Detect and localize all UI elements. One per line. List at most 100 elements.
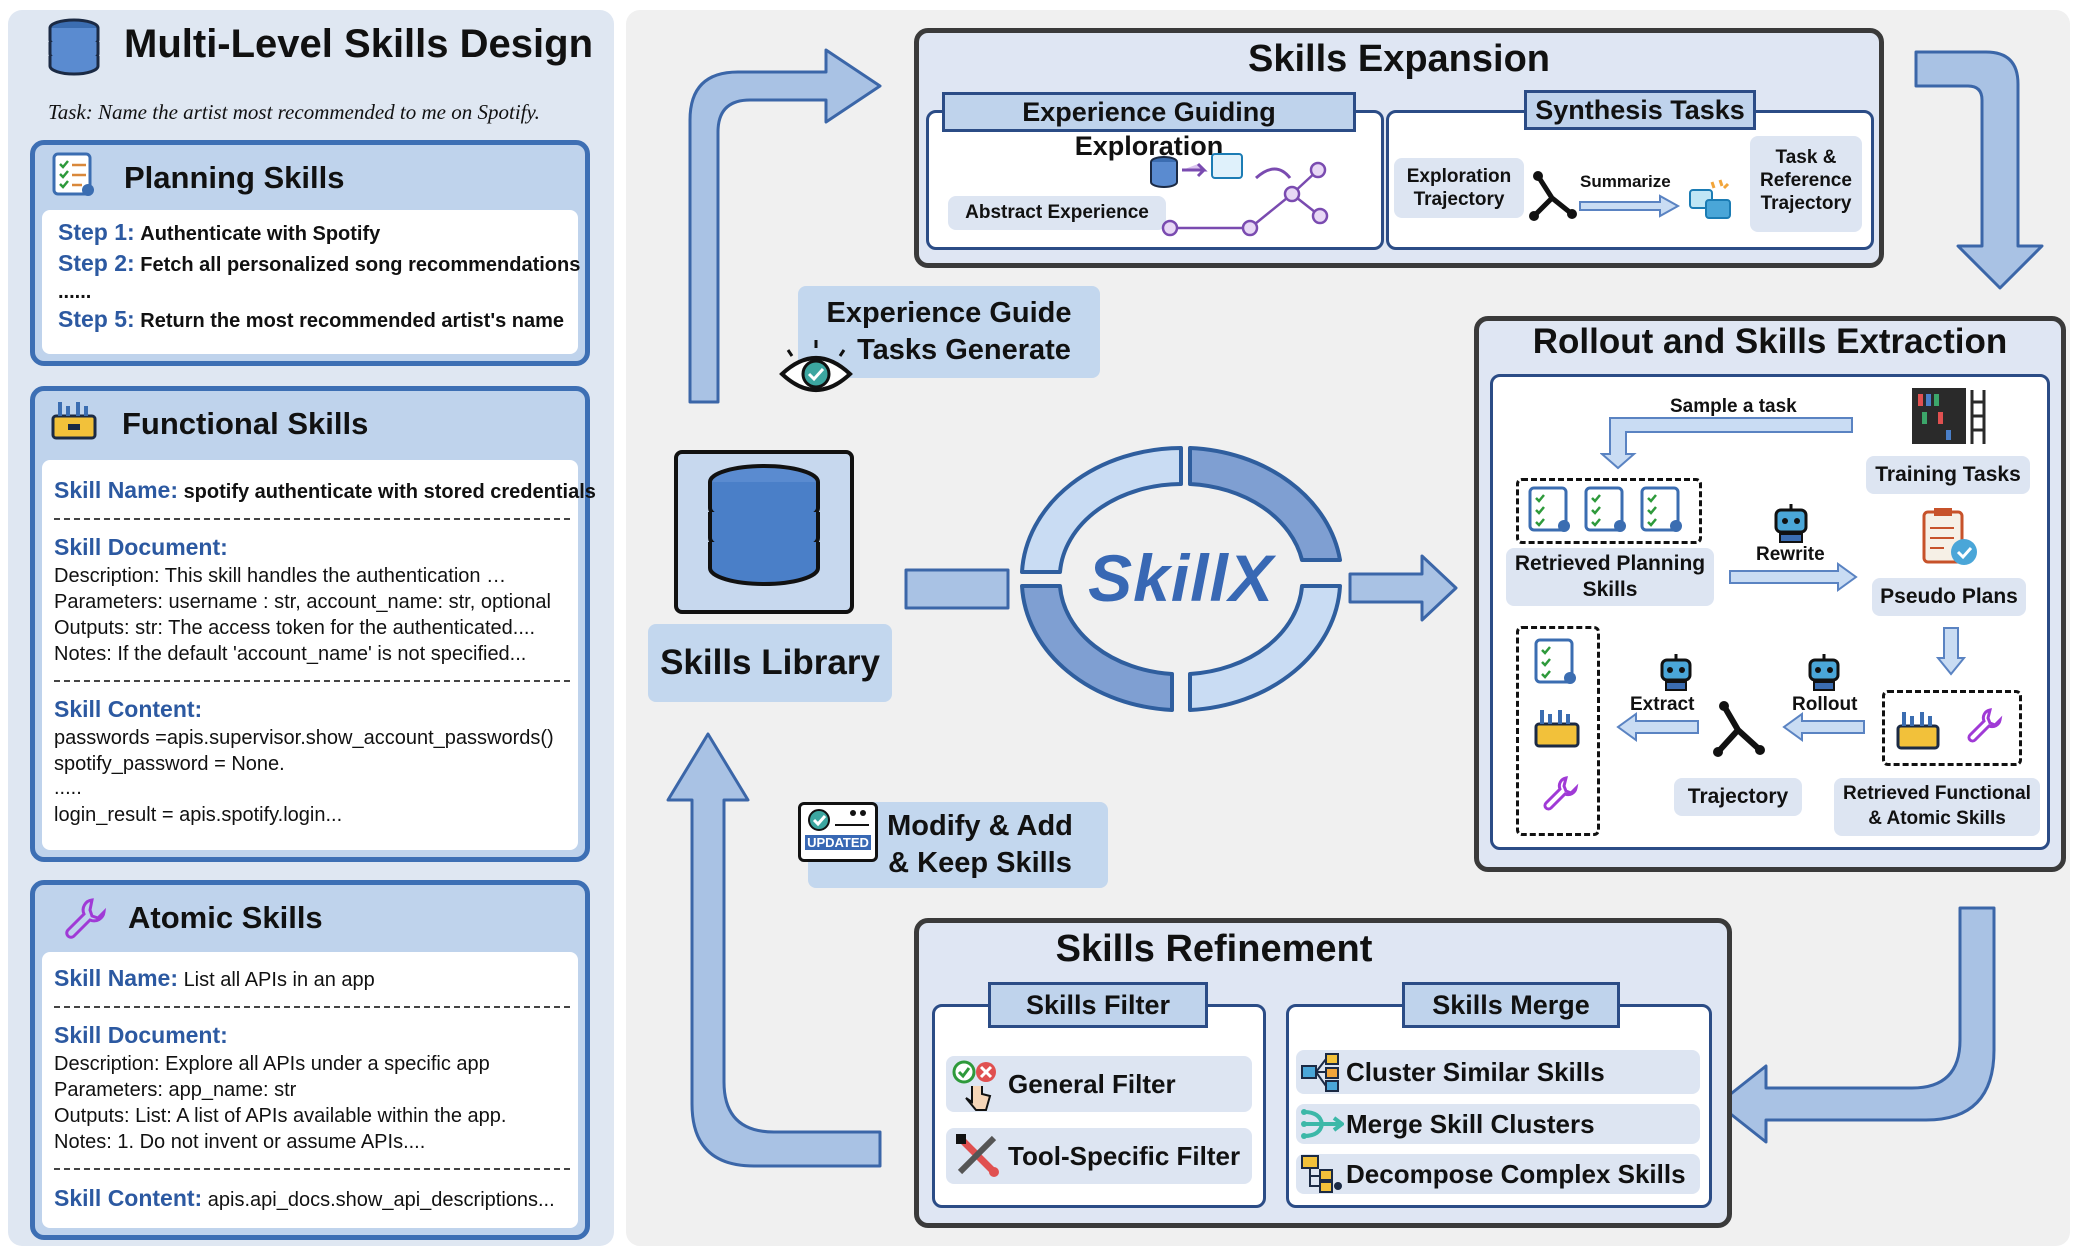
step-2: Step 2: Fetch all personalized song reco… bbox=[58, 250, 581, 279]
task-reference-trajectory: Task & Reference Trajectory bbox=[1750, 136, 1862, 232]
atomic-doc-line-1: Description: Explore all APIs under a sp… bbox=[54, 1053, 490, 1075]
atomic-doc-line-4: Notes: 1. Do not invent or assume APIs..… bbox=[54, 1131, 426, 1153]
pseudo-down-arrow bbox=[1936, 627, 1966, 676]
atomic-skill-name: Skill Name: List all APIs in an app bbox=[54, 965, 375, 994]
atomic-skill-name-value: List all APIs in an app bbox=[183, 969, 375, 991]
task-text: Task: Name the artist most recommended t… bbox=[48, 100, 540, 124]
decompose-icon bbox=[1301, 1155, 1342, 1193]
database-icon bbox=[48, 18, 100, 76]
modify-line1: Modify & Add bbox=[887, 810, 1073, 842]
step-2-text: Fetch all personalized song recommendati… bbox=[140, 254, 581, 276]
step-2-label: Step 2: bbox=[58, 250, 135, 276]
pseudo-plans-label: Pseudo Plans bbox=[1872, 578, 2026, 616]
skillx-ring bbox=[1020, 446, 1342, 712]
atomic-skills-body bbox=[42, 952, 578, 1228]
atomic-content-value: apis.api_docs.show_api_descriptions... bbox=[207, 1189, 555, 1211]
summarize-label: Summarize bbox=[1580, 172, 1671, 191]
training-tasks-label: Training Tasks bbox=[1866, 456, 2030, 494]
func-atomic-icons bbox=[1896, 708, 2003, 750]
merge-skill-clusters: Merge Skill Clusters bbox=[1296, 1104, 1700, 1144]
step-5-text: Return the most recommended artist's nam… bbox=[140, 310, 564, 332]
divider bbox=[54, 1168, 570, 1170]
rollout-label: Rollout bbox=[1792, 694, 1858, 715]
exploration-trajectory: Exploration Trajectory bbox=[1394, 158, 1524, 218]
atomic-skill-content: Skill Content: apis.api_docs.show_api_de… bbox=[54, 1185, 555, 1214]
library-database-icon bbox=[708, 464, 820, 586]
updated-badge-text: UPDATED bbox=[805, 835, 871, 850]
tools-icon bbox=[956, 1134, 999, 1177]
skills-refinement-title: Skills Refinement bbox=[1055, 928, 1373, 970]
filter-check-cross-icon bbox=[952, 1060, 996, 1111]
toolbox-icon bbox=[51, 402, 97, 440]
cluster-icon bbox=[1301, 1053, 1339, 1092]
flow-arrows bbox=[666, 48, 2044, 1168]
functional-content-line-2: spotify_password = None. bbox=[54, 753, 285, 775]
planning-checklist-icons bbox=[1528, 486, 1682, 532]
functional-skills-title: Functional Skills bbox=[122, 406, 369, 441]
functional-skills-body bbox=[42, 460, 578, 850]
page-title: Multi-Level Skills Design bbox=[124, 22, 594, 66]
clipboard-check-icon bbox=[1922, 508, 1977, 565]
robot-icon-extract bbox=[1660, 654, 1692, 691]
retrieved-planning-frame bbox=[1516, 478, 1702, 544]
atomic-content-label: Skill Content: bbox=[54, 1185, 203, 1211]
arrow-to-rollout-center bbox=[1348, 554, 1458, 622]
divider bbox=[54, 518, 570, 520]
bookshelf-icon bbox=[1912, 388, 1986, 444]
decompose-complex-skills: Decompose Complex Skills bbox=[1296, 1154, 1700, 1194]
divider bbox=[54, 1006, 570, 1008]
connector-bar bbox=[904, 568, 1010, 610]
arrow-to-expansion bbox=[688, 48, 882, 404]
arrow-to-rollout bbox=[1914, 50, 2044, 290]
extracted-skills-icons bbox=[1534, 638, 1580, 811]
skillx-logo: SkillX bbox=[1088, 541, 1274, 615]
skills-library-label: Skills Library bbox=[648, 624, 892, 702]
modify-line2: & Keep Skills bbox=[888, 847, 1072, 879]
functional-doc-line-4: Notes: If the default 'account_name' is … bbox=[54, 643, 527, 665]
functional-doc-line-1: Description: This skill handles the auth… bbox=[54, 565, 507, 587]
robot-icon-rewrite bbox=[1774, 504, 1808, 543]
trajectory-icon-rollout bbox=[1713, 701, 1765, 757]
functional-skill-name-label: Skill Name: bbox=[54, 477, 178, 503]
rollout-title: Rollout and Skills Extraction bbox=[1532, 322, 2008, 361]
functional-doc-label: Skill Document: bbox=[54, 534, 228, 560]
atomic-doc-line-2: Parameters: app_name: str bbox=[54, 1079, 297, 1101]
skills-filter-tab: Skills Filter bbox=[988, 982, 1208, 1028]
functional-doc-line-3: Outputs: str: The access token for the a… bbox=[54, 617, 536, 639]
merge-icon bbox=[1301, 1109, 1344, 1139]
atomic-skill-name-label: Skill Name: bbox=[54, 965, 178, 991]
abstract-experience: Abstract Experience bbox=[948, 196, 1166, 230]
sample-task-arrow bbox=[1600, 417, 1853, 470]
divider bbox=[54, 680, 570, 682]
step-5: Step 5: Return the most recommended arti… bbox=[58, 306, 564, 335]
sample-task-label: Sample a task bbox=[1670, 396, 1797, 417]
checklist-icon bbox=[52, 152, 94, 196]
wrench-icon bbox=[65, 898, 106, 939]
qa-icon bbox=[1689, 179, 1731, 219]
atomic-skills-title: Atomic Skills bbox=[128, 900, 323, 935]
retrieved-func-label: Retrieved Functional & Atomic Skills bbox=[1834, 778, 2040, 836]
step-1-label: Step 1: bbox=[58, 219, 135, 245]
skills-merge-tab: Skills Merge bbox=[1402, 982, 1620, 1028]
experience-guide-line1: Experience Guide bbox=[826, 297, 1072, 329]
extract-label: Extract bbox=[1630, 694, 1695, 715]
rollout-arrow bbox=[1782, 712, 1865, 742]
functional-content-label: Skill Content: bbox=[54, 696, 203, 722]
extracted-skills-frame bbox=[1516, 626, 1600, 836]
rewrite-label: Rewrite bbox=[1756, 544, 1825, 565]
updated-badge-icon: UPDATED bbox=[798, 802, 878, 862]
step-5-label: Step 5: bbox=[58, 306, 135, 332]
atomic-doc-label: Skill Document: bbox=[54, 1022, 228, 1048]
functional-skill-name-value: spotify authenticate with stored credent… bbox=[183, 481, 596, 503]
extract-arrow bbox=[1616, 712, 1699, 742]
tool-specific-filter: Tool-Specific Filter bbox=[946, 1128, 1252, 1184]
cluster-similar-skills: Cluster Similar Skills bbox=[1296, 1050, 1700, 1094]
arrow-to-refinement bbox=[1716, 906, 1996, 1144]
general-filter: General Filter bbox=[946, 1056, 1252, 1112]
arrow-to-library bbox=[666, 732, 882, 1168]
functional-doc-line-2: Parameters: username : str, account_name… bbox=[54, 591, 551, 613]
trajectory-label: Trajectory bbox=[1674, 778, 1802, 816]
synthesis-tasks-tab: Synthesis Tasks bbox=[1524, 90, 1756, 130]
exploration-graph-icon bbox=[1150, 153, 1329, 237]
functional-content-line-3: ..... bbox=[54, 777, 82, 799]
